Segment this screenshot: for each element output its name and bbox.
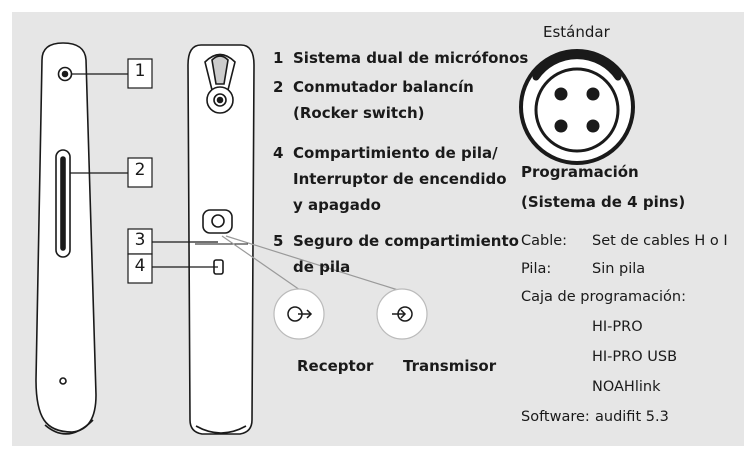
cable-label: Cable: [521,233,568,249]
callout-1: 1 [134,61,146,81]
callout-leaders [70,73,218,268]
feature-text: (Rocker switch) [293,104,425,122]
cable-value: Set de cables H o I [592,233,728,249]
feature-text: Seguro de compartimiento [293,232,519,250]
feature-text: Conmutador balancín [293,78,474,96]
feature-text: de pila [293,258,351,276]
programming-box-value: NOAHlink [592,379,661,395]
feature-text: Interruptor de encendido [293,170,507,188]
connector-label: Estándar [543,23,610,41]
programming-box-value: HI-PRO USB [592,349,678,365]
feature-1: 1 Sistema dual de micrófonos [273,45,528,71]
receiver-label: Receptor [297,357,374,375]
feature-text: Sistema dual de micrófonos [293,49,529,67]
transmitter-label: Transmisor [403,357,497,375]
programming-title: Programación [521,163,639,181]
software-label: Software: [521,409,590,425]
callout-2: 2 [134,160,146,180]
programming-box-label: Caja de programación: [521,289,686,305]
feature-text: Compartimiento de pila/ [293,144,498,162]
accessory-leaders [221,235,399,291]
battery-value: Sin pila [592,261,646,277]
callout-4: 4 [134,256,146,276]
software-value: audifit 5.3 [595,409,669,425]
callout-boxes [127,58,153,284]
feature-text: y apagado [293,196,381,214]
device-front-view [187,44,255,435]
device-side-view [35,42,97,435]
feature-4: 4 Compartimiento de pila/ Interruptor de … [273,140,507,218]
feature-5: 5 Seguro de compartimiento de pila [273,228,519,280]
feature-number: 4 [273,144,284,162]
feature-number: 2 [273,78,284,96]
receiver-icon [273,288,325,340]
feature-2: 2 Conmutador balancín (Rocker switch) [273,74,474,126]
four-pin-connector-icon [519,49,635,165]
feature-number: 1 [273,49,284,67]
programming-subtitle: (Sistema de 4 pins) [521,193,686,211]
feature-number: 5 [273,232,284,250]
callout-3: 3 [134,230,146,250]
battery-label: Pila: [521,261,552,277]
transmitter-icon [376,288,428,340]
programming-box-value: HI-PRO [592,319,643,335]
